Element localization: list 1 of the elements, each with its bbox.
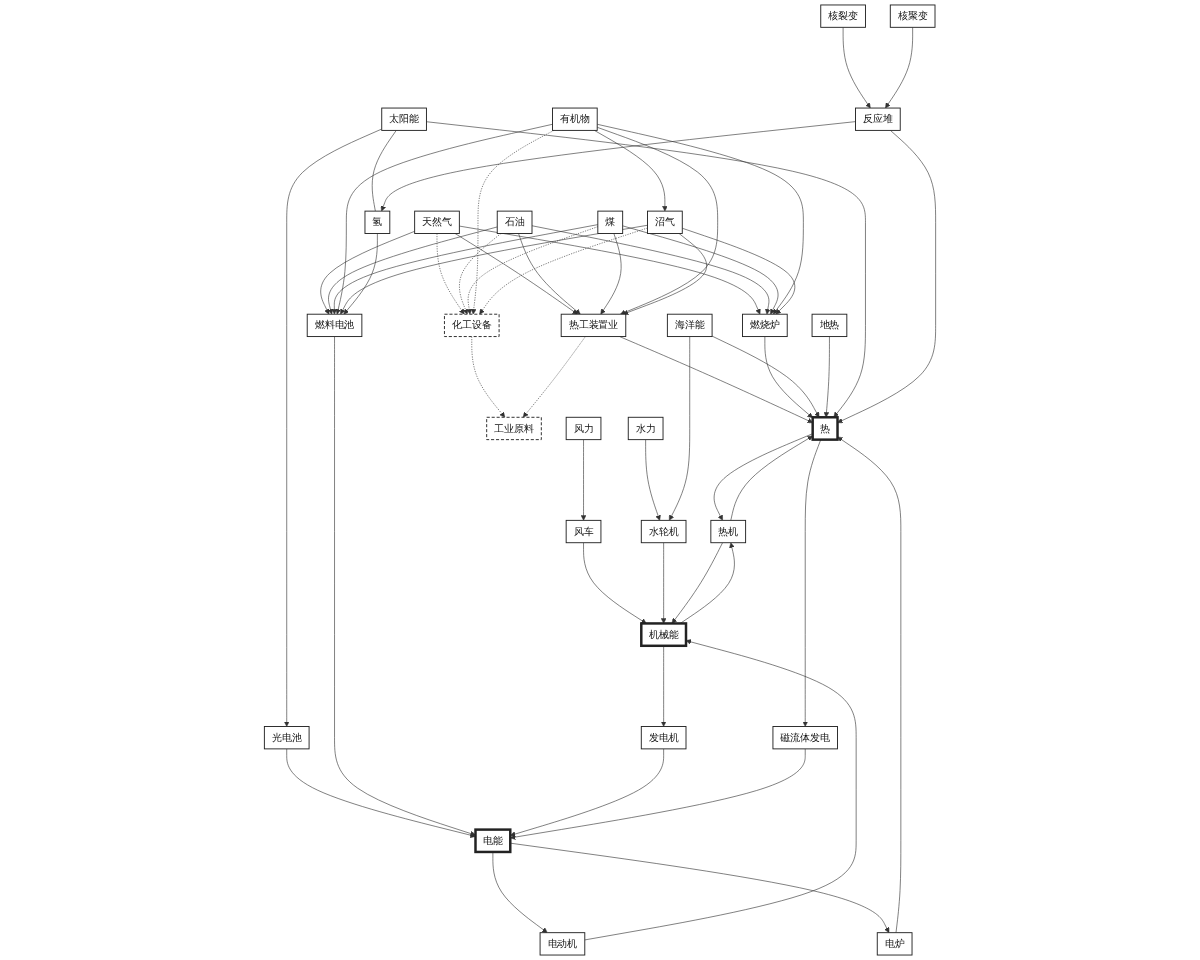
connector [371,130,397,212]
